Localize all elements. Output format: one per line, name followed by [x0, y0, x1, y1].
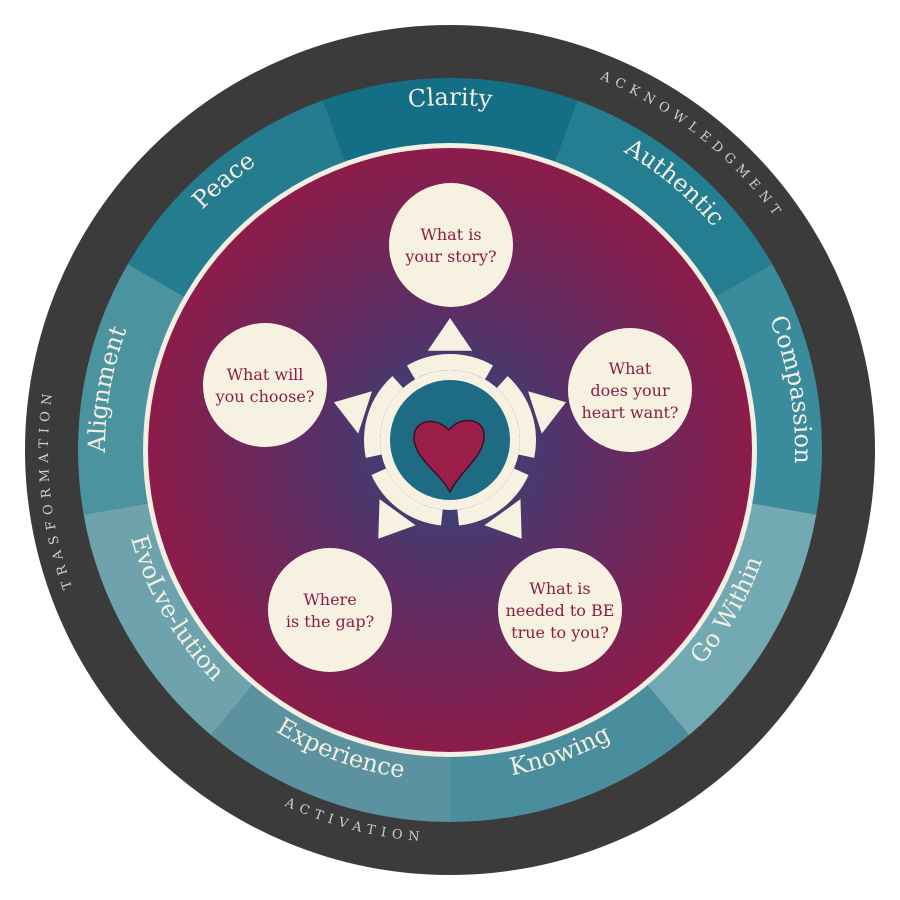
question-line: true to you? [511, 623, 609, 642]
segment-label: Clarity [407, 83, 494, 113]
segment-experience [210, 684, 450, 822]
arrow-arc [364, 376, 404, 458]
bubble-circle [389, 183, 513, 307]
question-line: does your [590, 381, 670, 400]
question-line: What is [420, 225, 481, 244]
segment-clarity [322, 78, 578, 163]
arrow-arc [457, 468, 529, 526]
question-bubble: What does your heart want? [568, 328, 692, 452]
arrow-head-icon [528, 391, 567, 434]
question-line: Where [303, 590, 356, 609]
question-bubble: What is needed to BE true to you? [498, 548, 622, 672]
arrow-head-icon [484, 499, 522, 539]
segment-go-within [646, 503, 817, 735]
segment-ring [77, 78, 823, 822]
question-bubble: What is your story? [389, 183, 513, 307]
segment-compassion [715, 264, 823, 515]
arrow-head-icon [378, 499, 416, 539]
segment-authentic [554, 100, 773, 297]
question-line: you choose? [215, 387, 315, 406]
bubble-circle [568, 328, 692, 452]
segment-evolve-lution [83, 503, 254, 735]
arrow-arc [371, 468, 443, 526]
question-bubble: Where is the gap? [268, 548, 392, 672]
segment-knowing [450, 684, 690, 822]
cycle-arrows [333, 318, 567, 539]
heart-icon [413, 419, 485, 494]
question-line: What is [529, 579, 590, 598]
arrow-head-icon [427, 318, 473, 351]
arrow-head-icon [333, 391, 372, 434]
segment-alignment [77, 264, 185, 515]
bubble-circle [268, 548, 392, 672]
question-bubble: What will you choose? [203, 323, 327, 447]
question-line: needed to BE [506, 601, 615, 620]
segment-peace [127, 100, 346, 297]
question-bubbles: What is your story? What does your heart wan… [203, 183, 692, 672]
bubble-circle [498, 548, 622, 672]
question-line: What will [227, 365, 304, 384]
question-line: heart want? [581, 403, 678, 422]
bubble-circle [203, 323, 327, 447]
arrow-arc [407, 354, 493, 380]
question-line: your story? [404, 247, 496, 266]
arrow-arc [496, 376, 536, 458]
question-line: What [609, 359, 652, 378]
question-line: is the gap? [286, 612, 374, 631]
